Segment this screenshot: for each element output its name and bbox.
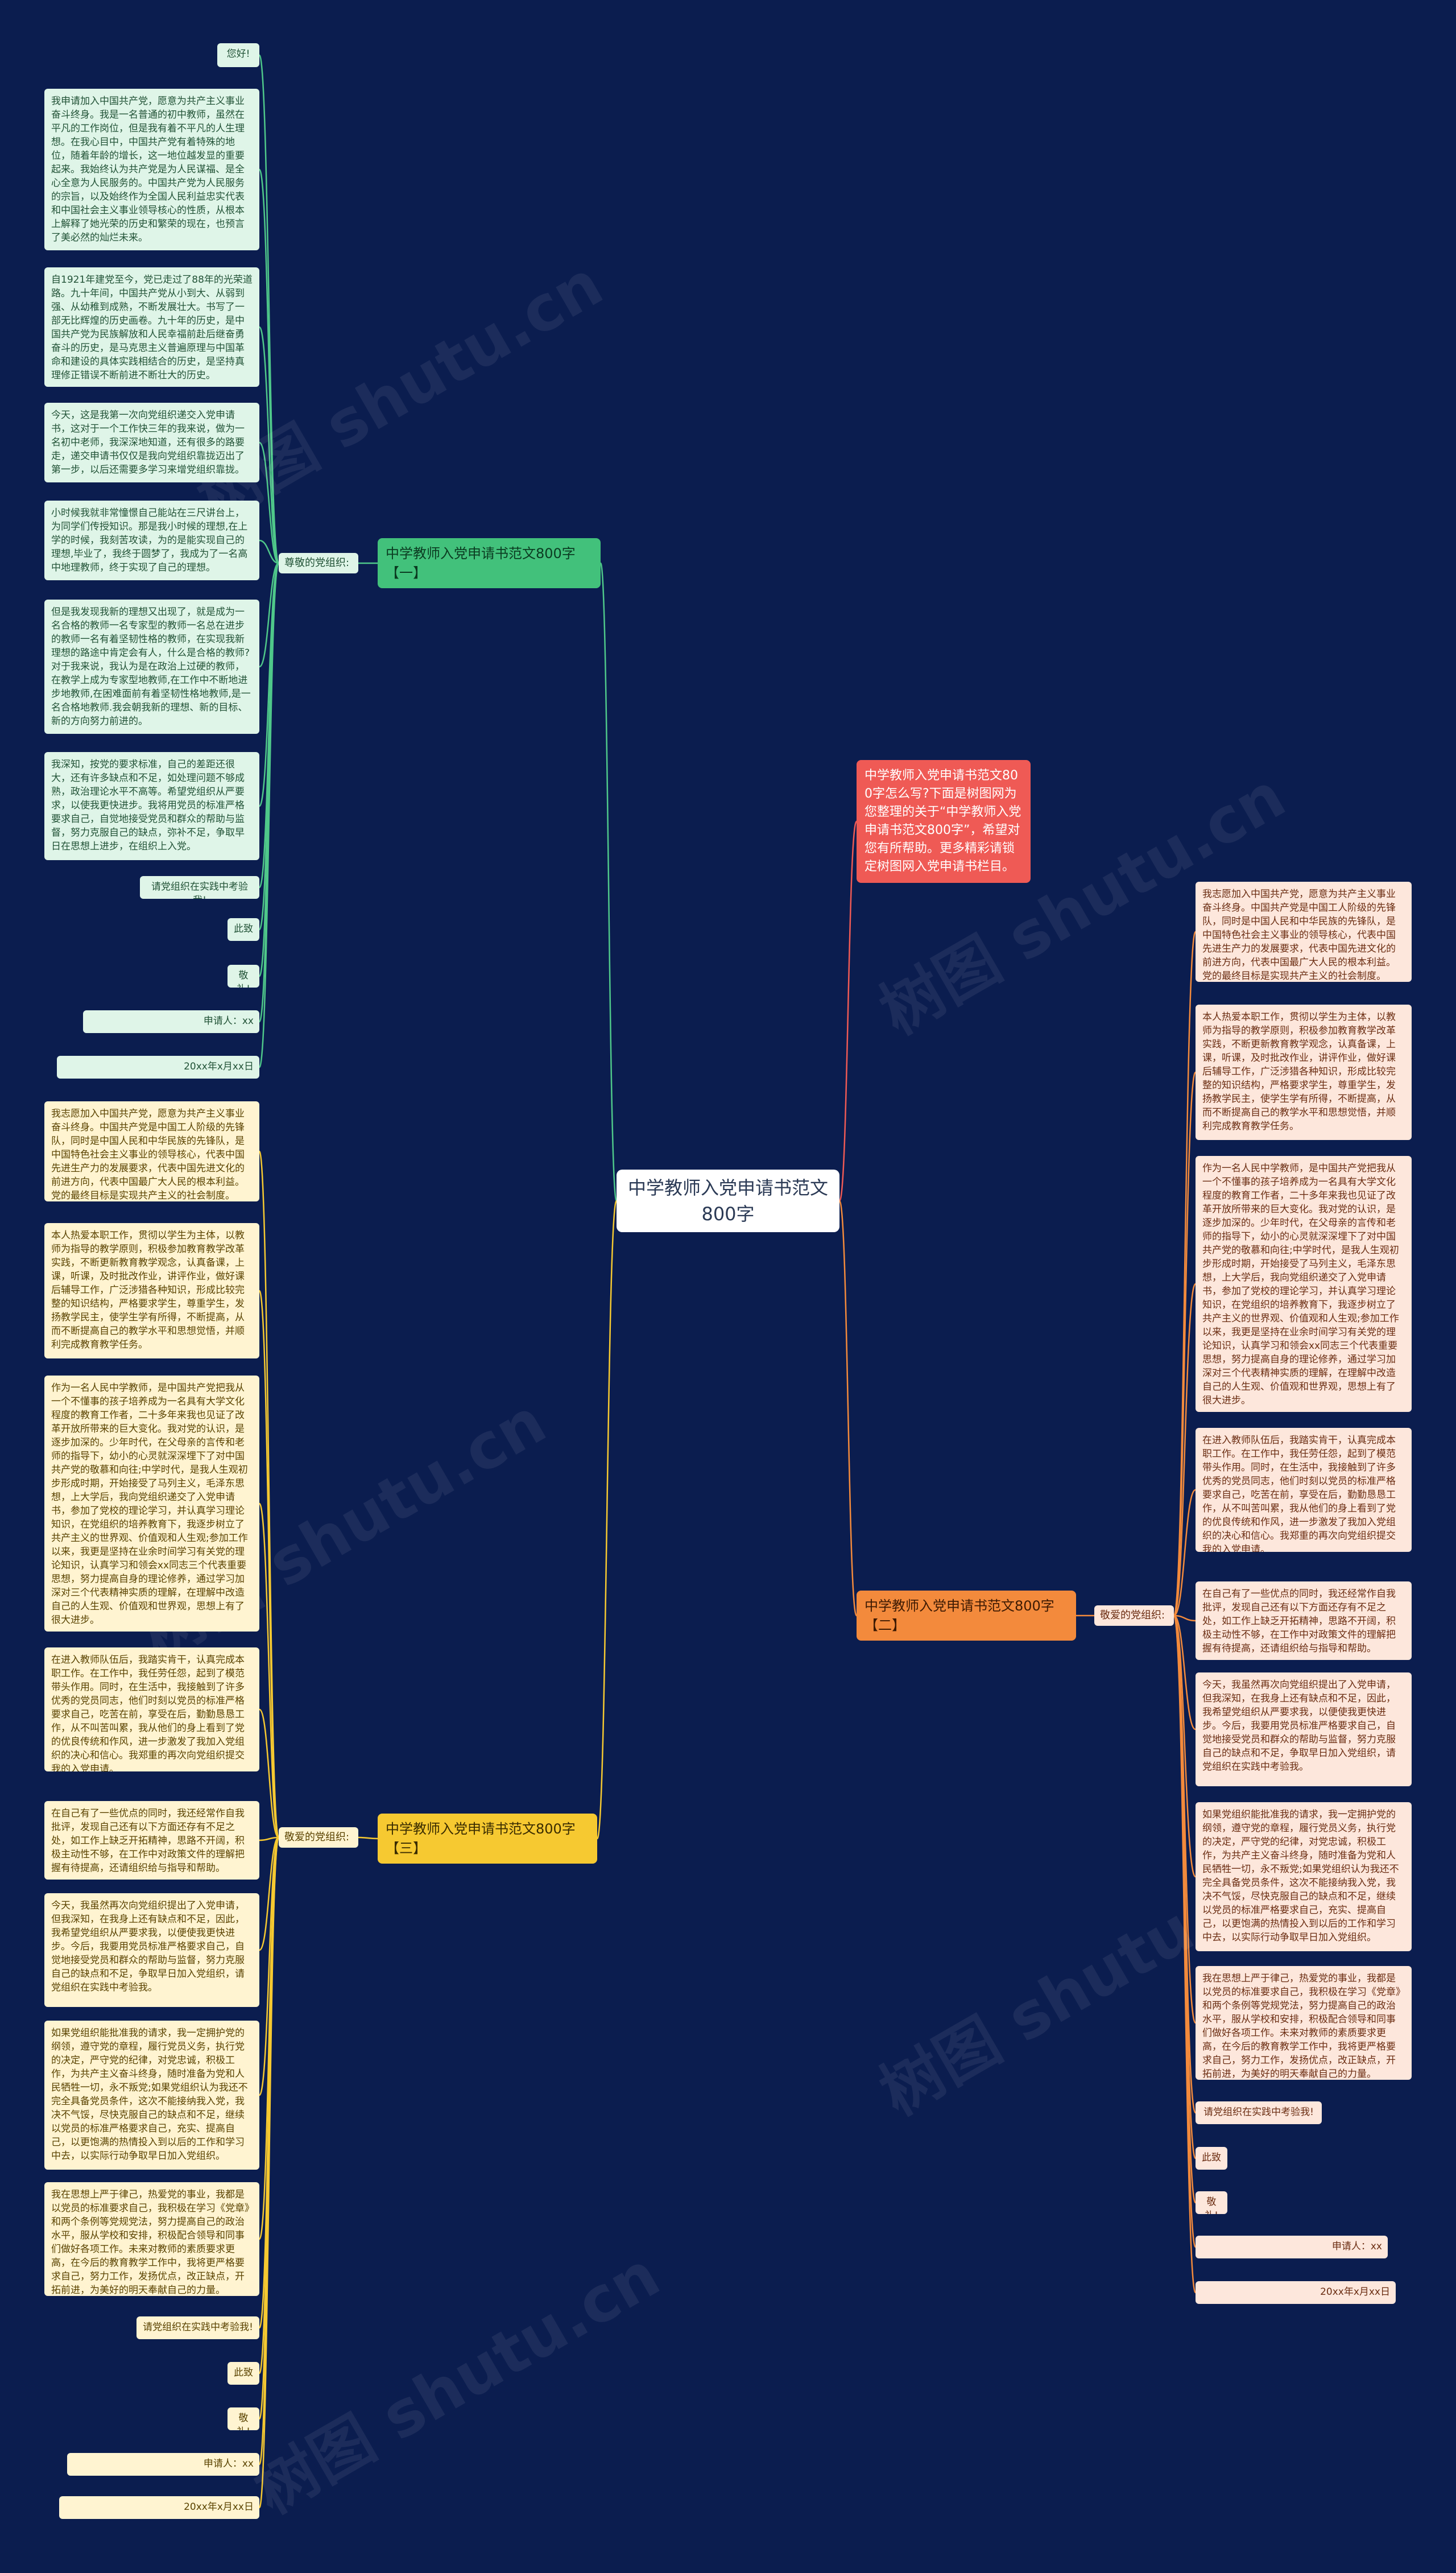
g3-wire-6 [259, 1836, 279, 1951]
branch-3-salutation[interactable]: 敬爱的党组织: [279, 1827, 358, 1848]
leaf-9[interactable]: 请党组织在实践中考验我! [136, 2316, 259, 2339]
branch-1-salutation[interactable]: 尊敬的党组织: [279, 553, 358, 573]
g3-wire-2 [258, 1290, 280, 1839]
leaf-13[interactable]: 20xx年x月xx日 [1196, 2281, 1396, 2304]
g2-wire-6 [1173, 1614, 1196, 1731]
g2-wire-13 [1173, 1614, 1197, 2294]
leaf-3[interactable]: 作为一名人民中学教师，是中国共产党把我从一个不懂事的孩子培养成为一名具有大学文化… [44, 1376, 259, 1632]
leaf-2[interactable]: 本人热爱本职工作，贯彻以学生为主体，以教师为指导的教学原则，积极参加教育教学改革… [44, 1223, 259, 1358]
g1-wire-6 [259, 562, 279, 668]
g3-wire-13 [258, 1836, 280, 2509]
root-topic[interactable]: 中学教师入党申请书范文800字 [617, 1170, 839, 1232]
leaf-10[interactable]: 此致 [228, 2362, 259, 2385]
root-to-branch-3 [596, 1200, 618, 1840]
g3-wire-3 [258, 1502, 280, 1839]
leaf-7[interactable]: 我深知，按党的要求标准，自己的差距还很大，还有许多缺点和不足，如处理问题不够成熟… [44, 752, 259, 860]
g2-wire-3 [1173, 1283, 1197, 1617]
leaf-1[interactable]: 我志愿加入中国共产党，愿意为共产主义事业奋斗终身。中国共产党是中国工人阶级的先锋… [1196, 882, 1412, 982]
g1-wire-4 [258, 441, 280, 564]
leaf-13[interactable]: 20xx年x月xx日 [59, 2496, 259, 2519]
leaf-8[interactable]: 请党组织在实践中考验我! [140, 876, 259, 899]
g2-wire-4 [1173, 1489, 1196, 1617]
g2-wire-5 [1173, 1614, 1196, 1622]
leaf-8[interactable]: 我在思想上严于律己，热爱党的事业，我都是以党员的标准要求自己，我积极在学习《党章… [1196, 1966, 1412, 2080]
branch-2-salutation[interactable]: 敬爱的党组织: [1094, 1605, 1174, 1626]
leaf-11[interactable]: 敬礼! [228, 2407, 259, 2430]
leaf-12[interactable]: 申请人：xx [1196, 2236, 1388, 2258]
leaf-7[interactable]: 如果党组织能批准我的请求，我一定拥护党的纲领，遵守党的章程，履行党员义务，执行党… [1196, 1802, 1412, 1951]
leaf-1[interactable]: 您好! [217, 43, 259, 67]
leaf-2[interactable]: 本人热爱本职工作，贯彻以学生为主体，以教师为指导的教学原则，积极参加教育教学改革… [1196, 1005, 1412, 1140]
leaf-1[interactable]: 我志愿加入中国共产党，愿意为共产主义事业奋斗终身。中国共产党是中国工人阶级的先锋… [44, 1101, 259, 1201]
g2-wire-1 [1173, 931, 1197, 1617]
leaf-5[interactable]: 在自己有了一些优点的同时，我还经常作自我批评，发现自己还有以下方面还存有不足之处… [1196, 1581, 1412, 1660]
g1-wire-3 [258, 326, 280, 564]
leaf-6[interactable]: 今天，我虽然再次向党组织提出了入党申请，但我深知，在我身上还有缺点和不足，因此，… [44, 1893, 259, 2007]
leaf-8[interactable]: 我在思想上严于律己，热爱党的事业，我都是以党员的标准要求自己，我积极在学习《党章… [44, 2182, 259, 2296]
leaf-10[interactable]: 此致 [1196, 2147, 1227, 2170]
g1-wire-5 [259, 539, 279, 564]
g3-wire-4 [258, 1708, 280, 1839]
root-to-branch-2 [838, 1200, 858, 1617]
g1-wire-2 [258, 168, 280, 564]
intro-summary[interactable]: 中学教师入党申请书范文800字怎么写?下面是树图网为您整理的关于“中学教师入党申… [857, 760, 1031, 883]
branch-3-title[interactable]: 中学教师入党申请书范文800字 【三】 [378, 1814, 597, 1864]
leaf-6[interactable]: 今天，我虽然再次向党组织提出了入党申请，但我深知，在我身上还有缺点和不足，因此，… [1196, 1672, 1412, 1786]
root-to-intro [838, 820, 858, 1202]
leaf-5[interactable]: 在自己有了一些优点的同时，我还经常作自我批评，发现自己还有以下方面还存有不足之处… [44, 1801, 259, 1880]
branch-1-title[interactable]: 中学教师入党申请书范文800字 【一】 [378, 538, 601, 588]
leaf-10[interactable]: 敬礼! [228, 965, 259, 988]
leaf-12[interactable]: 20xx年x月xx日 [57, 1056, 259, 1079]
g3-wire-5 [259, 1836, 279, 1841]
leaf-2[interactable]: 我申请加入中国共产党，愿意为共产主义事业奋斗终身。我是一名普通的初中教师，虽然在… [44, 89, 259, 250]
leaf-4[interactable]: 今天，这是我第一次向党组织递交入党申请书，这对于一个工作快三年的我来说，做为一名… [44, 403, 259, 482]
g3-wire-1 [258, 1150, 280, 1839]
leaf-5[interactable]: 小时候我就非常憧憬自己能站在三尺讲台上，为同学们传授知识。那是我小时候的理想,在… [44, 501, 259, 580]
leaf-6[interactable]: 但是我发现我新的理想又出现了，就是成为一名合格的教师一名专家型的教师一名总在进步… [44, 600, 259, 734]
leaf-9[interactable]: 此致 [228, 918, 259, 941]
leaf-9[interactable]: 请党组织在实践中考验我! [1196, 2101, 1322, 2124]
g2-wire-2 [1173, 1071, 1197, 1617]
leaf-3[interactable]: 作为一名人民中学教师，是中国共产党把我从一个不懂事的孩子培养成为一名具有大学文化… [1196, 1156, 1412, 1412]
leaf-3[interactable]: 自1921年建党至今，党已走过了88年的光荣道路。九十年间，中国共产党从小到大、… [44, 267, 259, 387]
root-to-branch-1 [599, 562, 618, 1202]
leaf-11[interactable]: 敬礼! [1196, 2191, 1227, 2214]
leaf-4[interactable]: 在进入教师队伍后，我踏实肯干，认真完成本职工作。在工作中，我任劳任怨，起到了模范… [44, 1647, 259, 1771]
branch-3-to-salutation [358, 1836, 378, 1840]
leaf-11[interactable]: 申请人：xx [83, 1010, 259, 1033]
leaf-7[interactable]: 如果党组织能批准我的请求，我一定拥护党的纲领，遵守党的章程，履行党员义务，执行党… [44, 2021, 259, 2170]
g1-wire-12 [258, 562, 280, 1068]
branch-2-title[interactable]: 中学教师入党申请书范文800字 【二】 [857, 1591, 1076, 1641]
leaf-4[interactable]: 在进入教师队伍后，我踏实肯干，认真完成本职工作。在工作中，我任劳任怨，起到了模范… [1196, 1428, 1412, 1552]
leaf-12[interactable]: 申请人：xx [67, 2453, 259, 2476]
